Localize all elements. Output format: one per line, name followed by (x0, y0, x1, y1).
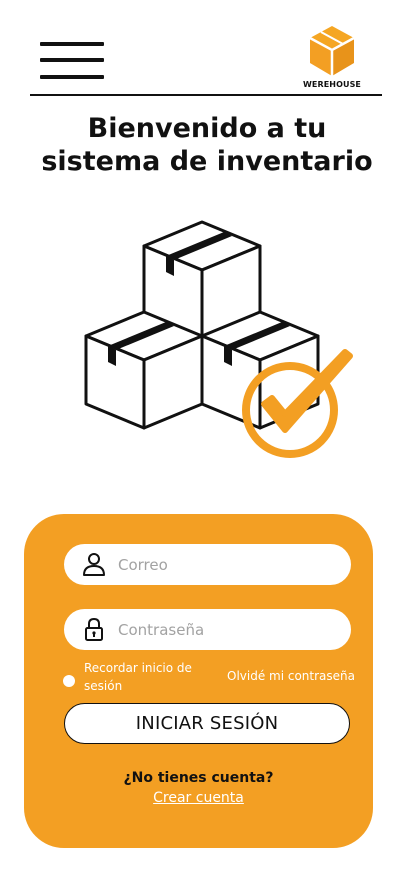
brand-logo[interactable]: WEREHOUSE (300, 26, 364, 92)
password-field[interactable] (64, 609, 351, 650)
menu-bar (40, 75, 104, 79)
no-account-text: ¿No tienes cuenta? (123, 770, 274, 786)
lock-icon (85, 617, 103, 641)
hamburger-menu-icon[interactable] (40, 40, 104, 84)
login-button[interactable]: INICIAR SESIÓN (64, 703, 350, 744)
remember-me-label: Recordar inicio de sesión (84, 661, 192, 693)
create-account-link[interactable]: Crear cuenta (153, 790, 244, 806)
header-divider (30, 94, 382, 96)
menu-bar (40, 58, 104, 62)
email-field[interactable] (64, 544, 351, 585)
title-line-2: sistema de inventario (41, 146, 373, 177)
remember-me-checkbox[interactable]: Recordar inicio de sesión (62, 659, 212, 695)
forgot-password-link[interactable]: Olvidé mi contraseña (227, 669, 355, 683)
brand-name: WEREHOUSE (302, 80, 362, 89)
title-line-1: Bienvenido a tu (87, 113, 327, 144)
email-input[interactable] (118, 544, 338, 585)
checkbox-circle[interactable] (63, 675, 75, 687)
login-card: Recordar inicio de sesión Olvidé mi cont… (24, 514, 373, 848)
stacked-boxes-checkmark-icon (84, 220, 353, 458)
menu-bar (40, 42, 104, 46)
user-icon (83, 553, 105, 576)
cube-logo-icon (309, 26, 355, 76)
app-header: WEREHOUSE (0, 0, 414, 96)
password-input[interactable] (118, 609, 338, 650)
page-title: Bienvenido a tu sistema de inventario (40, 112, 374, 178)
